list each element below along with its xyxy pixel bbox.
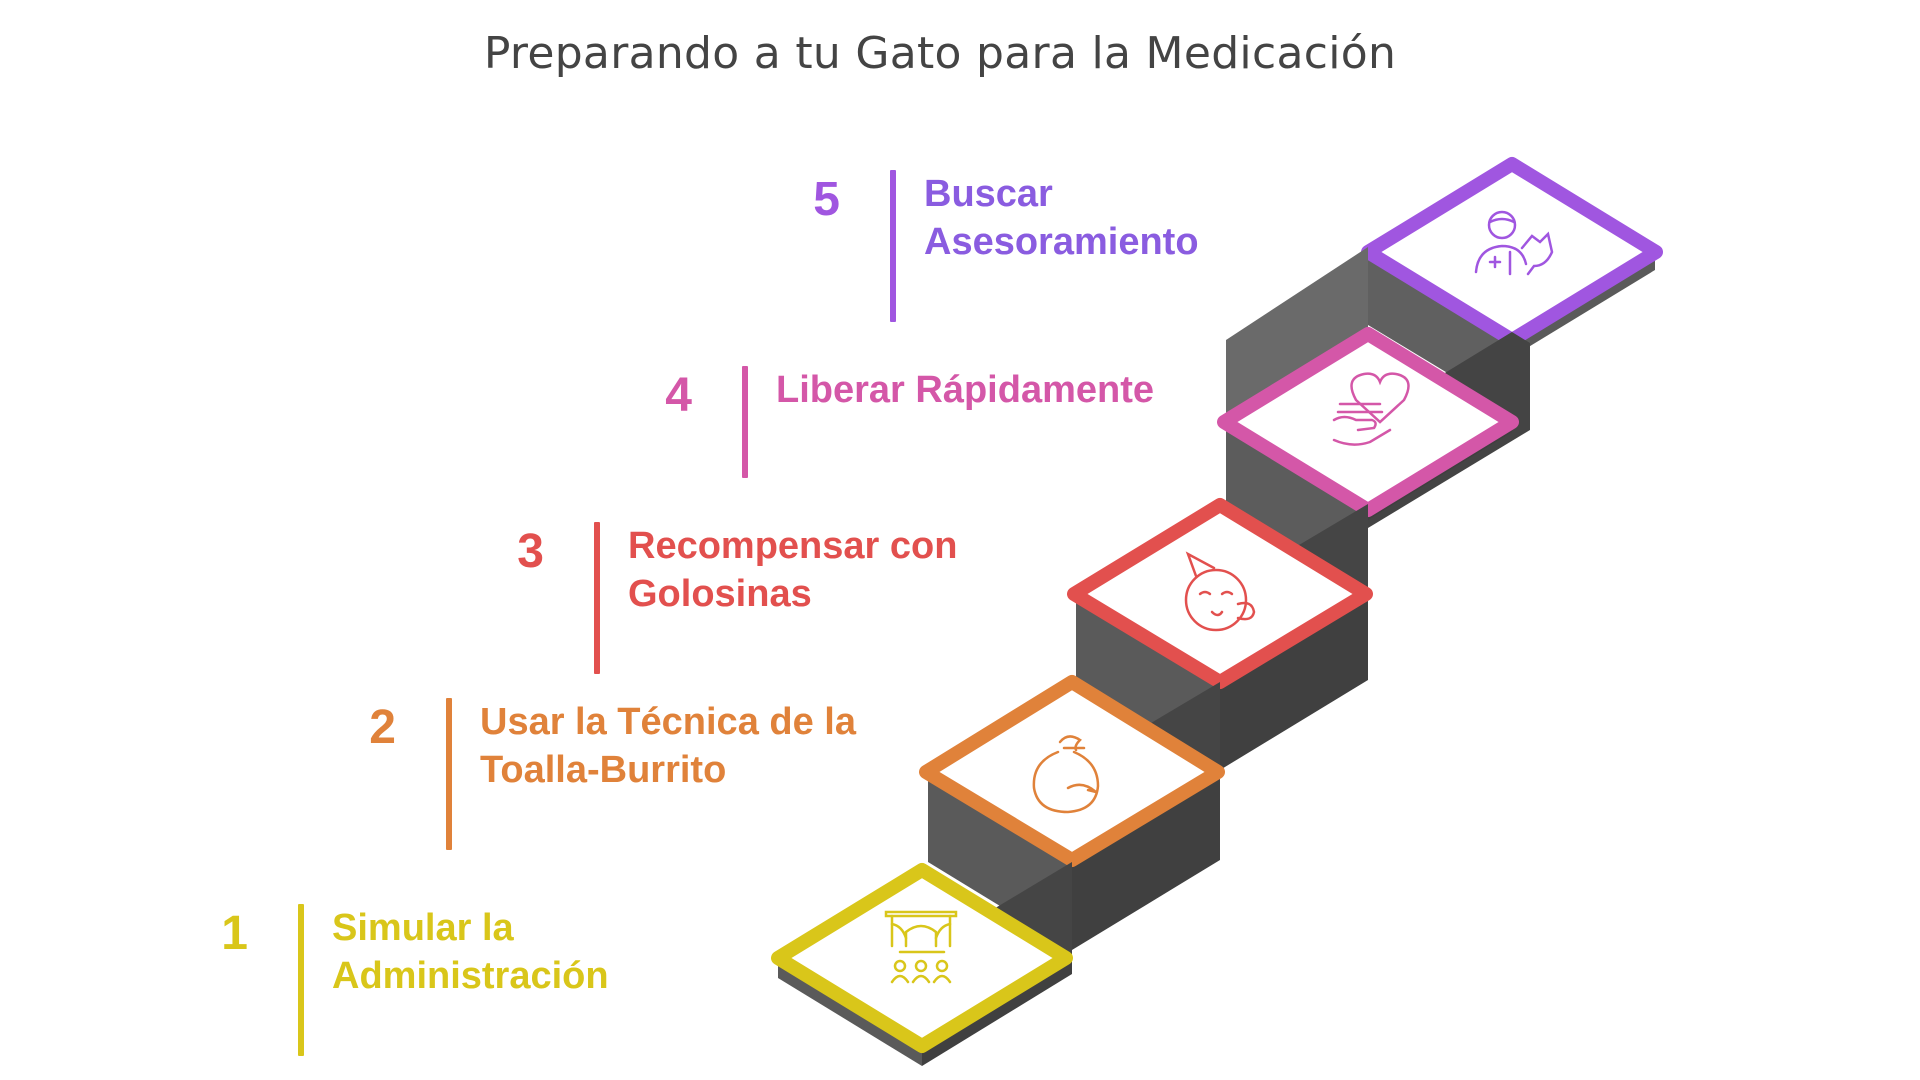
step-5-divider [890,170,896,322]
step-4-text: 4 Liberar Rápidamente [632,366,1154,478]
step-2-number: 2 [369,701,396,754]
step-1-text: 1 Simular la Administración [188,904,609,1056]
step-4-divider [742,366,748,478]
step-5-label: Buscar Asesoramiento [924,173,1199,263]
diagram-title: Preparando a tu Gato para la Medicación [483,28,1397,79]
step-3-number: 3 [517,525,544,578]
step-2-divider [446,698,452,850]
step-5-text: 5 Buscar Asesoramiento [780,170,1199,322]
step-4-number: 4 [665,369,692,422]
step-3-text: 3 Recompensar con Golosinas [484,522,957,674]
stair-step-1 [771,862,1073,1066]
step-3-label: Recompensar con Golosinas [628,525,958,615]
step-2-tile [919,675,1225,867]
bag-wrap-icon [1032,735,1100,814]
hand-heart-icon [1332,372,1410,446]
step-3-divider [594,522,600,674]
step-5-number: 5 [813,173,840,226]
party-face-icon [1184,551,1256,632]
step-1-divider [298,904,304,1056]
step-1-label: Simular la Administración [332,907,609,997]
doctor-cat-icon [1474,210,1554,276]
step-2-text: 2 Usar la Técnica de la Toalla-Burrito [336,698,856,850]
theater-stage-icon [884,910,958,984]
step-1-tile [771,863,1073,1053]
step-1-number: 1 [221,907,248,960]
step-2-label: Usar la Técnica de la Toalla-Burrito [480,701,856,791]
step-4-label: Liberar Rápidamente [776,369,1154,411]
